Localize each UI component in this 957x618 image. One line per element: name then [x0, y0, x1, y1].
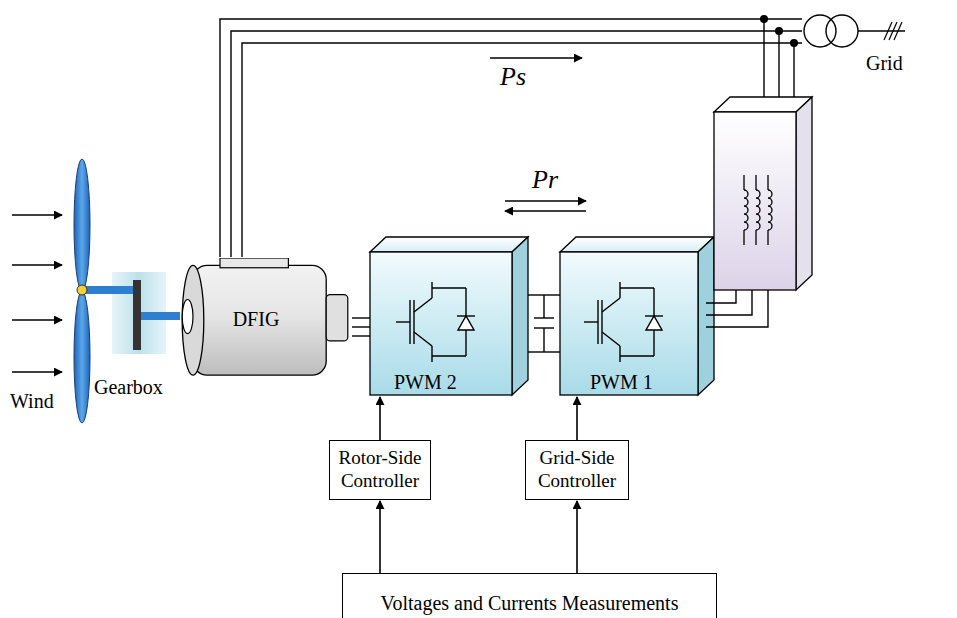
signal-arrow — [576, 501, 578, 573]
signal-name: PWM 1 — [590, 371, 653, 393]
controller-name: Grid-Side Controller — [532, 447, 622, 493]
controller-box: Grid-Side Controller — [525, 440, 629, 500]
part-name: Grid — [866, 52, 903, 74]
generator-cylinder: DFIG — [175, 258, 355, 380]
signal-arrow — [379, 501, 381, 573]
power-label: Ps — [500, 63, 526, 92]
power-label: Pr — [532, 166, 558, 195]
measurement-box: Voltages and Currents Measurements — [342, 573, 717, 618]
measurement-name: Voltages and Currents Measurements — [381, 591, 679, 615]
signal-name: PWM 2 — [394, 371, 457, 393]
controller-box: Rotor-Side Controller — [329, 440, 431, 500]
controller-name: Rotor-Side Controller — [336, 447, 424, 493]
part-name: Wind — [10, 390, 54, 412]
generator-name: DFIG — [233, 307, 280, 331]
part-name: Gearbox — [94, 376, 163, 398]
